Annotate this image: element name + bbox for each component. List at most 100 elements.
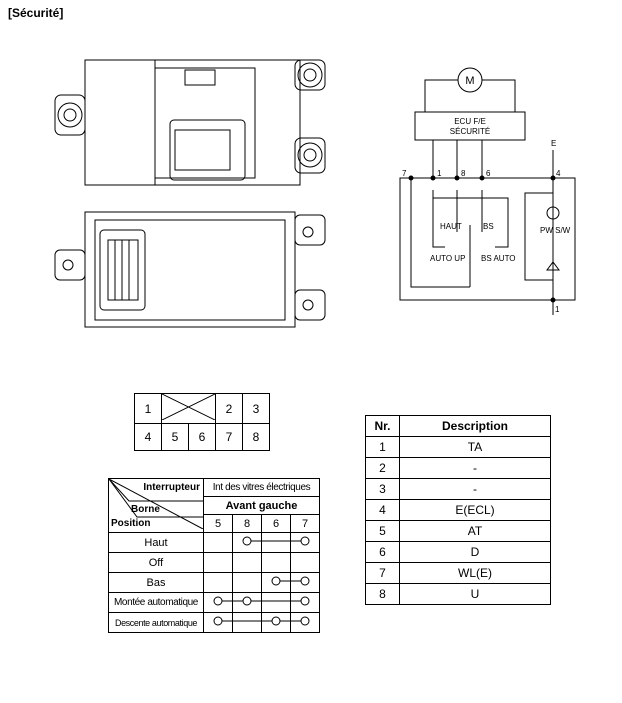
header-nr: Nr.	[365, 415, 400, 437]
continuity-cell	[203, 552, 233, 573]
header-description: Description	[399, 415, 551, 437]
table-row: Descente automatique	[108, 612, 320, 633]
terminal-header: 5	[203, 514, 233, 533]
continuity-dot	[300, 616, 310, 626]
continuity-cell	[203, 612, 233, 633]
description-cell: E(ECL)	[399, 499, 551, 521]
description-cell: -	[399, 478, 551, 500]
continuity-cell	[261, 572, 291, 593]
position-label: Montée automatique	[108, 592, 204, 613]
position-label: Bas	[108, 572, 204, 593]
continuity-cell	[232, 592, 262, 613]
nr-cell: 3	[365, 478, 400, 500]
nr-cell: 4	[365, 499, 400, 521]
table-row: Off	[108, 552, 320, 573]
terminal-header: 6	[261, 514, 291, 533]
pin: 8	[242, 423, 270, 451]
continuity-cell	[290, 592, 320, 613]
continuity-cell	[203, 572, 233, 593]
header-interrupteur: Interrupteur	[143, 482, 200, 493]
ecu-box	[414, 111, 526, 141]
connector-top-view	[54, 59, 326, 186]
continuity-dot	[213, 616, 223, 626]
connector-drawing	[54, 59, 326, 328]
continuity-dot	[300, 576, 310, 586]
table-row: 2-	[365, 457, 551, 479]
continuity-cell	[232, 552, 262, 573]
continuity-cell	[290, 612, 320, 633]
pin: 7	[215, 423, 243, 451]
description-cell: WL(E)	[399, 562, 551, 584]
svg-text:PW S/W: PW S/W	[540, 226, 571, 235]
nr-cell: 2	[365, 457, 400, 479]
continuity-cell	[203, 532, 233, 553]
svg-text:AUTO UP: AUTO UP	[430, 254, 465, 263]
nr-cell: 1	[365, 436, 400, 458]
continuity-cell	[290, 532, 320, 553]
table-row: Bas	[108, 572, 320, 593]
table-row: 3-	[365, 478, 551, 500]
description-cell: D	[399, 541, 551, 563]
continuity-cell	[261, 592, 291, 613]
continuity-dot	[242, 596, 252, 606]
svg-text:7: 7	[402, 169, 407, 178]
svg-text:4: 4	[556, 169, 561, 178]
continuity-dot	[271, 576, 281, 586]
svg-text:6: 6	[486, 169, 491, 178]
svg-text:8: 8	[461, 169, 466, 178]
pin: 3	[242, 393, 270, 424]
svg-text:BS: BS	[483, 222, 494, 231]
continuity-dot	[271, 616, 281, 626]
continuity-cell	[261, 552, 291, 573]
pin: 2	[215, 393, 243, 424]
svg-text:BS AUTO: BS AUTO	[481, 254, 516, 263]
continuity-cell	[261, 532, 291, 553]
continuity-cell	[290, 552, 320, 573]
nr-cell: 5	[365, 520, 400, 542]
subgroup-header: Avant gauche	[203, 496, 320, 515]
pin: 4	[134, 423, 162, 451]
connector-pin-diagram: 1 2 3 4 5 6 7 8	[134, 393, 270, 451]
terminal-header: 8	[232, 514, 262, 533]
svg-text:E: E	[551, 139, 556, 148]
table-row: Haut	[108, 532, 320, 553]
pin: 1	[134, 393, 162, 424]
svg-text:HAUT: HAUT	[440, 222, 462, 231]
description-cell: AT	[399, 520, 551, 542]
svg-text:SÉCURITÉ: SÉCURITÉ	[450, 127, 490, 136]
group-header: Int des vitres électriques	[203, 478, 320, 497]
circuit-schematic: M ECU F/E SÉCURITÉ E 7 1 8 6 4 1 HAUT BS…	[399, 67, 576, 315]
header-diagonal-cell: Interrupteur Borne Position	[108, 478, 204, 533]
blank-cell	[161, 393, 216, 424]
position-label: Descente automatique	[108, 612, 204, 633]
table-row: Montée automatique	[108, 592, 320, 613]
header-position: Position	[111, 518, 151, 529]
header-borne: Borne	[131, 504, 160, 515]
nr-cell: 7	[365, 562, 400, 584]
pin: 6	[188, 423, 216, 451]
continuity-cell	[232, 612, 262, 633]
svg-text:ECU F/E: ECU F/E	[454, 117, 486, 126]
continuity-dot	[300, 536, 310, 546]
svg-text:1: 1	[437, 169, 442, 178]
continuity-cell	[290, 572, 320, 593]
nr-cell: 8	[365, 583, 400, 605]
continuity-dot	[213, 596, 223, 606]
position-label: Haut	[108, 532, 204, 553]
continuity-cell	[261, 612, 291, 633]
continuity-cell	[232, 532, 262, 553]
continuity-dot	[242, 536, 252, 546]
continuity-cell	[203, 592, 233, 613]
section-title: [Sécurité]	[8, 6, 64, 20]
description-cell: -	[399, 457, 551, 479]
svg-text:M: M	[465, 75, 474, 87]
continuity-dot	[300, 596, 310, 606]
svg-text:1: 1	[555, 305, 560, 314]
